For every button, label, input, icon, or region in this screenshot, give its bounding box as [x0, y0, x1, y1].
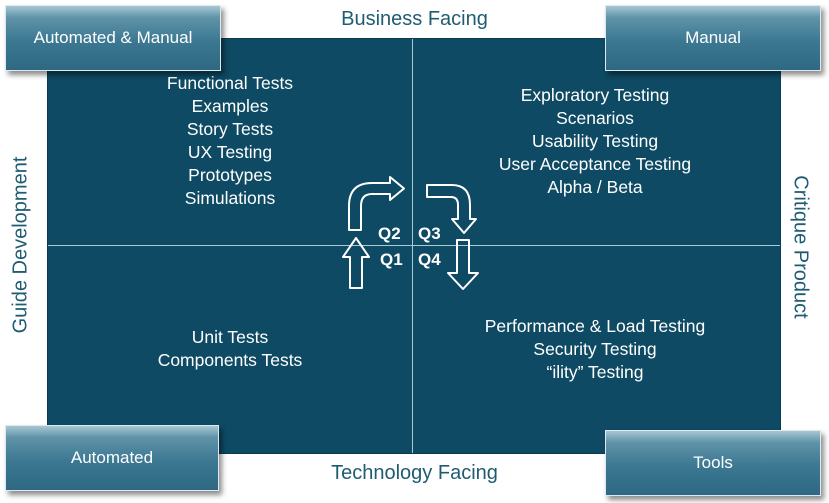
- technology-facing-label: Technology Facing: [331, 462, 498, 484]
- q2-item: Story Tests: [186, 119, 274, 139]
- q3-item: Alpha / Beta: [547, 177, 643, 197]
- up-arrow-icon: [342, 237, 370, 289]
- q2-label: Q2: [378, 224, 401, 243]
- q1-item: Unit Tests: [191, 327, 269, 347]
- bent-down-arrow-icon: [426, 184, 477, 234]
- q3-test-list: Exploratory Testing Scenarios Usability …: [475, 84, 715, 199]
- horizontal-divider: [48, 245, 780, 246]
- q3-item: Usability Testing: [531, 131, 659, 151]
- q1-label: Q1: [380, 250, 403, 269]
- tools-box: Tools: [605, 430, 821, 496]
- q1-item: Components Tests: [157, 350, 303, 370]
- q3-label: Q3: [418, 224, 441, 243]
- q2-item: Prototypes: [188, 165, 272, 185]
- q4-label: Q4: [418, 250, 441, 269]
- down-arrow-icon: [447, 239, 479, 290]
- bent-right-arrow-icon: [348, 176, 405, 231]
- vertical-divider: [412, 39, 413, 453]
- q1-test-list: Unit Tests Components Tests: [120, 326, 340, 372]
- q2-item: Functional Tests: [166, 73, 294, 93]
- q3-item: Exploratory Testing: [520, 85, 670, 105]
- automated-box: Automated: [5, 425, 219, 491]
- automated-manual-box: Automated & Manual: [5, 5, 221, 71]
- q2-item: UX Testing: [187, 142, 273, 162]
- q4-test-list: Performance & Load Testing Security Test…: [470, 315, 720, 384]
- q4-item: Security Testing: [533, 339, 657, 359]
- business-facing-label: Business Facing: [341, 8, 488, 30]
- q2-item: Simulations: [184, 188, 276, 208]
- q4-item: Performance & Load Testing: [484, 316, 706, 336]
- q2-item: Examples: [191, 96, 269, 116]
- q3-item: Scenarios: [556, 108, 634, 128]
- q3-item: User Acceptance Testing: [498, 154, 692, 174]
- q4-item: “ility” Testing: [546, 362, 644, 382]
- quadrant-grid: [47, 38, 781, 454]
- q2-test-list: Functional Tests Examples Story Tests UX…: [120, 72, 340, 210]
- manual-box: Manual: [605, 5, 821, 71]
